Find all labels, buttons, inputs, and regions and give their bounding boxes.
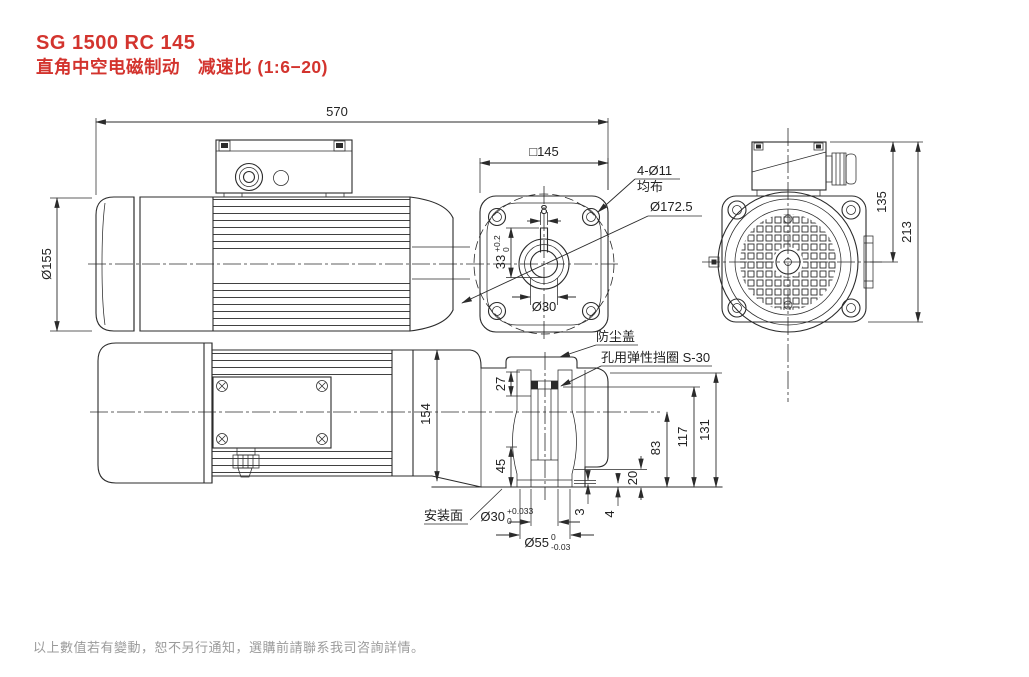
brake-cover-outline bbox=[95, 196, 135, 332]
dim-boss-height: 20 bbox=[574, 456, 647, 500]
breather-hole bbox=[273, 170, 289, 186]
bolt-circle-label: Ø172.5 bbox=[650, 199, 693, 214]
dim-hub-tol-up: 0 bbox=[551, 532, 556, 542]
dim-570-label: 570 bbox=[326, 104, 348, 119]
side-view: 570 Ø155 bbox=[39, 104, 609, 332]
cable-gland-circle bbox=[234, 162, 264, 192]
dim-33-tol-up: +0.2 bbox=[492, 235, 502, 252]
dim-shaft-top: 117 bbox=[563, 386, 700, 488]
shaft-wall-right bbox=[557, 369, 577, 488]
dim-45-label: 45 bbox=[493, 459, 508, 473]
rear-view: 135 213 bbox=[702, 128, 923, 402]
dim-hub-dia: Ø55 0 -0.03 bbox=[496, 489, 594, 552]
dim-20-label: 20 bbox=[625, 471, 640, 485]
label-circlip: 孔用弹性挡圈 S-30 bbox=[560, 350, 712, 387]
dim-key-width: 8 bbox=[527, 202, 561, 225]
dim-4-label: 4 bbox=[602, 510, 617, 517]
dim-155-label: Ø155 bbox=[39, 248, 54, 280]
dim-ring-depth: 27 bbox=[493, 371, 531, 397]
footer-disclaimer: 以上數值若有變動，恕不另行通知，選購前請聯系我司咨詢詳情。 bbox=[33, 640, 425, 655]
leader-mount-holes: 4-Ø11 均布 bbox=[597, 163, 680, 213]
dim-brake-cover-dia: Ø155 bbox=[39, 197, 92, 332]
dim-hub-length: 45 bbox=[493, 446, 517, 488]
dim-33-tol-low: 0 bbox=[501, 247, 511, 252]
dim-213-label: 213 bbox=[899, 221, 914, 243]
leader-bolt-circle: Ø172.5 bbox=[461, 199, 702, 304]
rear-view-centerlines bbox=[702, 128, 884, 402]
shaft-wall-left bbox=[512, 369, 532, 488]
circlip-right bbox=[551, 381, 558, 389]
dim-housing-top: 131 bbox=[610, 372, 722, 488]
motor-fins-top bbox=[213, 199, 410, 251]
brake-cover-plan bbox=[97, 342, 213, 484]
holes-label: 4-Ø11 bbox=[637, 163, 672, 178]
dim-117-label: 117 bbox=[675, 427, 690, 448]
label-mount-face: 安装面 bbox=[424, 488, 503, 525]
dim-face-square: □145 bbox=[479, 144, 609, 193]
dim-3-label: 3 bbox=[572, 508, 587, 515]
dim-center-to-top: 135 bbox=[830, 141, 923, 263]
terminal-box-plan bbox=[212, 376, 332, 478]
title-block: SG 1500 RC 145 直角中空电磁制动 减速比 (1:6−20) bbox=[36, 32, 328, 77]
motor-fins-bottom bbox=[213, 277, 410, 329]
dim-bore-tol: Ø30 +0.033 0 bbox=[480, 489, 580, 526]
holes-note-label: 均布 bbox=[637, 179, 663, 194]
circlip-left bbox=[531, 381, 538, 389]
dim-hub-dia-label: Ø55 bbox=[524, 535, 549, 550]
dim-key-height: 33 +0.2 0 bbox=[492, 227, 542, 279]
dim-bore-label: Ø30 bbox=[532, 299, 557, 314]
dim-33-label: 33 bbox=[493, 255, 508, 269]
terminal-box-rear bbox=[751, 141, 857, 197]
plan-view: 154 bbox=[97, 342, 471, 484]
dim-center-height: 83 bbox=[648, 411, 670, 488]
dim-bore-tol-low: 0 bbox=[507, 516, 512, 526]
dim-131-label: 131 bbox=[697, 419, 712, 441]
model-title: SG 1500 RC 145 bbox=[36, 32, 196, 54]
mount-face-label: 安装面 bbox=[424, 508, 463, 523]
dim-8-label: 8 bbox=[540, 202, 547, 217]
dim-step-4: 4 bbox=[602, 473, 621, 518]
dim-step-3: 3 bbox=[572, 470, 596, 516]
dim-hub-tol-low: -0.03 bbox=[551, 542, 571, 552]
dim-bore-tol-label: Ø30 bbox=[480, 509, 505, 524]
cable-gland-rear bbox=[825, 155, 833, 183]
dim-body-height: 154 bbox=[418, 349, 440, 482]
dim-overall-height: 213 bbox=[868, 141, 923, 323]
terminal-box-side bbox=[215, 139, 353, 198]
dim-145-label: □145 bbox=[529, 144, 559, 159]
label-dust-cover: 防尘盖 bbox=[559, 329, 638, 358]
dim-27-label: 27 bbox=[493, 377, 508, 391]
dust-cover-label: 防尘盖 bbox=[596, 329, 635, 344]
dim-83-label: 83 bbox=[648, 441, 663, 455]
gear-housing-outline bbox=[412, 349, 609, 488]
spec-subtitle: 直角中空电磁制动 减速比 (1:6−20) bbox=[36, 57, 328, 77]
mount-holes bbox=[487, 207, 601, 321]
dim-135-label: 135 bbox=[874, 191, 889, 213]
dim-bore: Ø30 bbox=[512, 278, 576, 314]
dim-154-label: 154 bbox=[418, 403, 433, 425]
circlip-label: 孔用弹性挡圈 S-30 bbox=[601, 350, 710, 365]
gearbox-face-view: 8 33 +0.2 0 Ø30 bbox=[88, 144, 702, 342]
section-view: 27 45 3 4 bbox=[90, 329, 723, 552]
